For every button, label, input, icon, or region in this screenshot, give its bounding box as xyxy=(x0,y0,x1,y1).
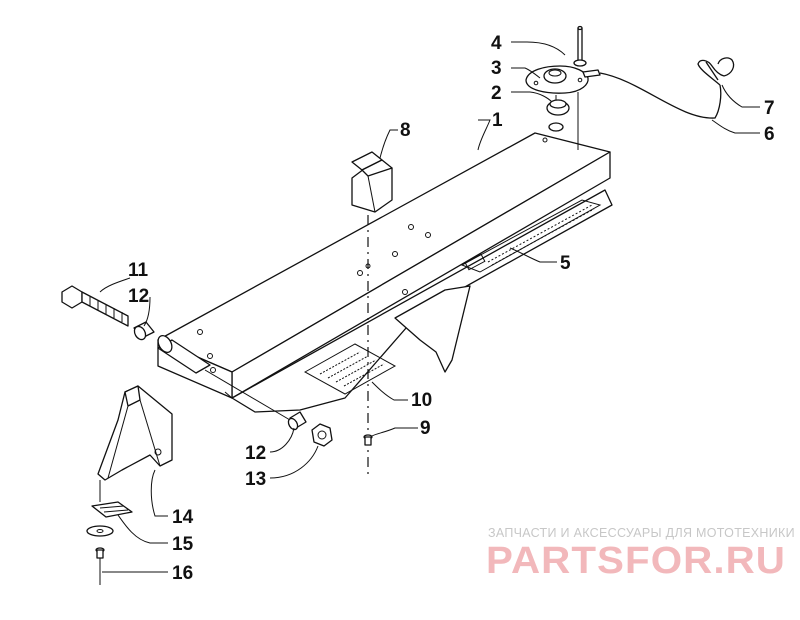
callout-7: 7 xyxy=(764,98,775,119)
callout-3: 3 xyxy=(491,58,502,79)
rivet-16 xyxy=(95,547,105,585)
callout-5: 5 xyxy=(560,253,571,274)
callout-12-upper: 12 xyxy=(128,286,149,307)
callout-labels: 4 3 2 1 8 7 6 5 11 12 10 9 12 13 14 15 1… xyxy=(128,33,775,584)
callout-16: 16 xyxy=(172,563,193,584)
label-decal-5 xyxy=(460,199,602,273)
bolt-11 xyxy=(61,285,129,327)
rivet-9 xyxy=(363,434,373,446)
callout-15: 15 xyxy=(172,534,194,555)
callout-8: 8 xyxy=(400,120,411,141)
grommet-2 xyxy=(546,99,570,132)
sleeve xyxy=(157,334,211,374)
callout-2: 2 xyxy=(491,83,502,104)
callout-11: 11 xyxy=(128,260,149,281)
watermark-tagline: ЗАПЧАСТИ И АКСЕССУАРЫ ДЛЯ МОТОТЕХНИКИ xyxy=(488,526,795,540)
leader-lines xyxy=(99,41,760,573)
pad-15 xyxy=(91,501,133,518)
clip-7 xyxy=(697,57,735,86)
mount-plate-3 xyxy=(525,65,589,94)
callout-1: 1 xyxy=(492,110,503,131)
watermark-logo-text: PARTSFOR.RU xyxy=(486,540,786,580)
washer xyxy=(86,525,114,537)
spacer-12-left xyxy=(133,321,155,341)
callout-12-lower: 12 xyxy=(245,443,266,464)
bracket-8 xyxy=(351,151,393,213)
callout-10: 10 xyxy=(411,390,432,411)
pin-4 xyxy=(573,25,587,67)
label-decal-10 xyxy=(303,343,397,395)
stand-bracket-14 xyxy=(97,385,173,481)
callout-14: 14 xyxy=(172,507,194,528)
callout-13: 13 xyxy=(245,469,266,490)
lanyard-cable-6 xyxy=(582,69,722,119)
spacer-12-right xyxy=(287,411,307,431)
watermark-logo: PARTSFOR.RU xyxy=(486,540,786,580)
nut-13 xyxy=(311,423,333,447)
callout-4: 4 xyxy=(491,33,502,54)
callout-9: 9 xyxy=(420,418,431,439)
callout-6: 6 xyxy=(764,124,775,145)
